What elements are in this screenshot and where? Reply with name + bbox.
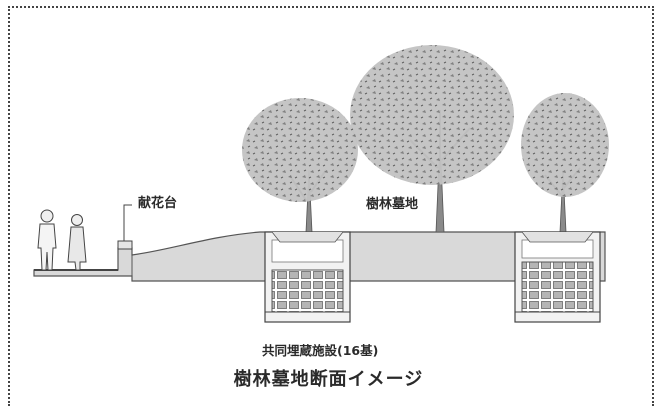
visitors-figures <box>37 209 87 271</box>
diagram-title: 樹林墓地断面イメージ <box>233 369 424 390</box>
dotted-border-frame <box>8 6 654 406</box>
burial-facility-right <box>514 231 601 323</box>
tree-center <box>350 45 514 233</box>
shared-burial-facility-label: 共同埋蔵施設(16基) <box>262 343 379 358</box>
offering-stand-label: 献花台 <box>138 196 178 211</box>
tree-left <box>242 98 358 233</box>
tree-right <box>521 93 609 233</box>
tree-grove-label: 樹林墓地 <box>366 197 419 212</box>
burial-facility-left <box>264 231 351 323</box>
offering-stand <box>117 204 133 250</box>
